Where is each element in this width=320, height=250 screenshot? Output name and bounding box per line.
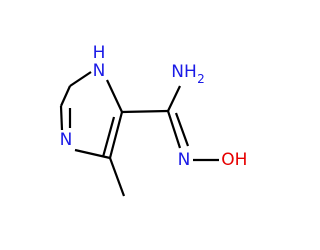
bond-camidine-nh2	[167, 85, 181, 112]
atom-nh2-subscript: 2	[197, 72, 205, 86]
atom-n1: N	[93, 61, 106, 81]
atom-nh2: NH	[171, 62, 197, 82]
bond-camidine-n-inner	[174, 112, 190, 147]
atom-h1: H	[93, 43, 106, 63]
atom-oh-h: H	[235, 150, 248, 170]
atom-o: O	[221, 150, 234, 170]
bond-n3-c2	[59, 105, 64, 131]
bonds	[59, 71, 219, 197]
bond-c2-corner	[59, 85, 72, 107]
molecule-structure: N H N NH 2 N O H	[59, 43, 248, 197]
bond-c5-camidine	[121, 109, 169, 114]
bond-c2-n1	[69, 71, 92, 87]
bond-c5-c4	[108, 111, 124, 159]
atom-n3: N	[60, 130, 73, 150]
atom-n-oxime: N	[178, 150, 191, 170]
atom-labels: N H N NH 2 N O H	[60, 43, 248, 170]
bond-c5-c4-inner	[101, 116, 116, 158]
bond-camidine-n	[166, 110, 182, 149]
bond-c4-n3	[74, 148, 111, 160]
bond-c4-methyl	[108, 157, 126, 197]
bond-n1-c5	[106, 79, 123, 113]
